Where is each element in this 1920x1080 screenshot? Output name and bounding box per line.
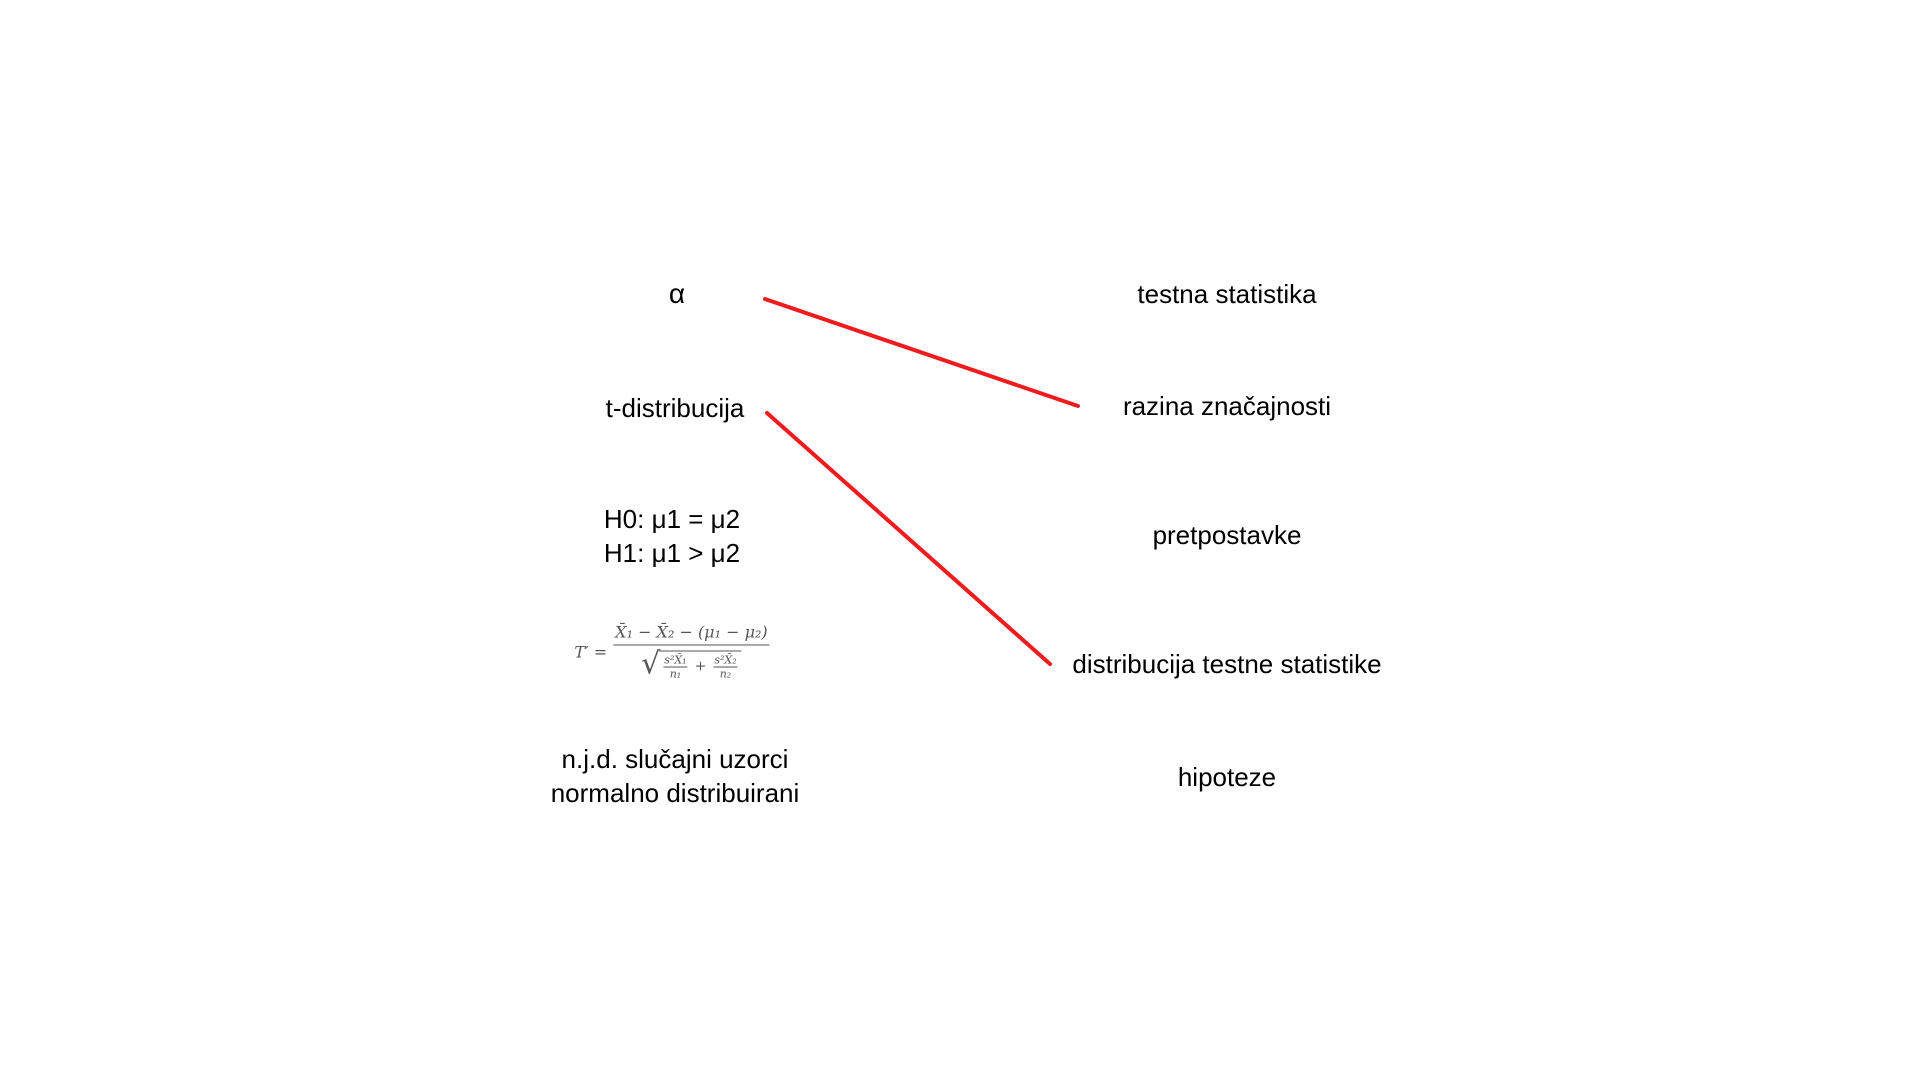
test-statistic-label: testna statistika bbox=[1137, 279, 1317, 309]
variance-term-2-num: s²X̄₂ bbox=[713, 653, 738, 667]
left-item-hypotheses[interactable]: H0: μ1 = μ2 H1: μ1 > μ2 bbox=[604, 502, 740, 570]
right-item-assumptions[interactable]: pretpostavke bbox=[1153, 518, 1302, 552]
variance-term-2-den: n₂ bbox=[719, 667, 732, 680]
left-item-assumptions[interactable]: n.j.d. slučajni uzorci normalno distribu… bbox=[551, 742, 800, 810]
test-statistic-distribution-label: distribucija testne statistike bbox=[1072, 649, 1382, 679]
formula-fraction: X̄₁ − X̄₂ − (μ₁ − μ₂) √ s²X̄₁ n₁ + s²X̄₂… bbox=[613, 624, 770, 682]
sqrt-body: s²X̄₁ n₁ + s²X̄₂ n₂ bbox=[659, 650, 742, 680]
formula-lhs: T′ = bbox=[574, 642, 608, 661]
formula-plus: + bbox=[694, 658, 707, 675]
assumption-line-1: n.j.d. slučajni uzorci bbox=[561, 744, 789, 774]
sqrt-icon: √ bbox=[641, 646, 661, 682]
formula-denominator: √ s²X̄₁ n₁ + s²X̄₂ n₂ bbox=[641, 646, 742, 682]
assumption-line-2: normalno distribuirani bbox=[550, 778, 800, 808]
left-item-alpha[interactable]: α bbox=[669, 277, 685, 311]
t-distribution-label: t-distribucija bbox=[605, 393, 745, 423]
alpha-label: α bbox=[668, 278, 686, 309]
variance-term-1-num: s²X̄₁ bbox=[663, 653, 688, 667]
connection-tdist-distribution[interactable] bbox=[765, 411, 1052, 666]
left-item-t-distribution[interactable]: t-distribucija bbox=[606, 391, 745, 425]
connection-alpha-significance[interactable] bbox=[763, 297, 1080, 408]
variance-term-1-den: n₁ bbox=[669, 667, 682, 680]
hypotheses-label: hipoteze bbox=[1177, 762, 1277, 792]
right-item-hypotheses[interactable]: hipoteze bbox=[1178, 760, 1276, 794]
right-item-significance-level[interactable]: razina značajnosti bbox=[1123, 389, 1331, 423]
test-statistic-formula: T′ = X̄₁ − X̄₂ − (μ₁ − μ₂) √ s²X̄₁ n₁ + … bbox=[574, 624, 770, 682]
variance-term-1: s²X̄₁ n₁ bbox=[663, 653, 688, 680]
significance-level-label: razina značajnosti bbox=[1122, 391, 1332, 421]
assumptions-label: pretpostavke bbox=[1152, 520, 1302, 550]
right-item-test-statistic-distribution[interactable]: distribucija testne statistike bbox=[1072, 647, 1381, 681]
left-item-formula[interactable]: T′ = X̄₁ − X̄₂ − (μ₁ − μ₂) √ s²X̄₁ n₁ + … bbox=[574, 624, 770, 682]
hypothesis-h0: H0: μ1 = μ2 bbox=[603, 504, 741, 534]
hypothesis-h1: H1: μ1 > μ2 bbox=[603, 538, 741, 568]
right-item-test-statistic[interactable]: testna statistika bbox=[1137, 277, 1316, 311]
variance-term-2: s²X̄₂ n₂ bbox=[713, 653, 738, 680]
formula-numerator: X̄₁ − X̄₂ − (μ₁ − μ₂) bbox=[613, 624, 770, 646]
